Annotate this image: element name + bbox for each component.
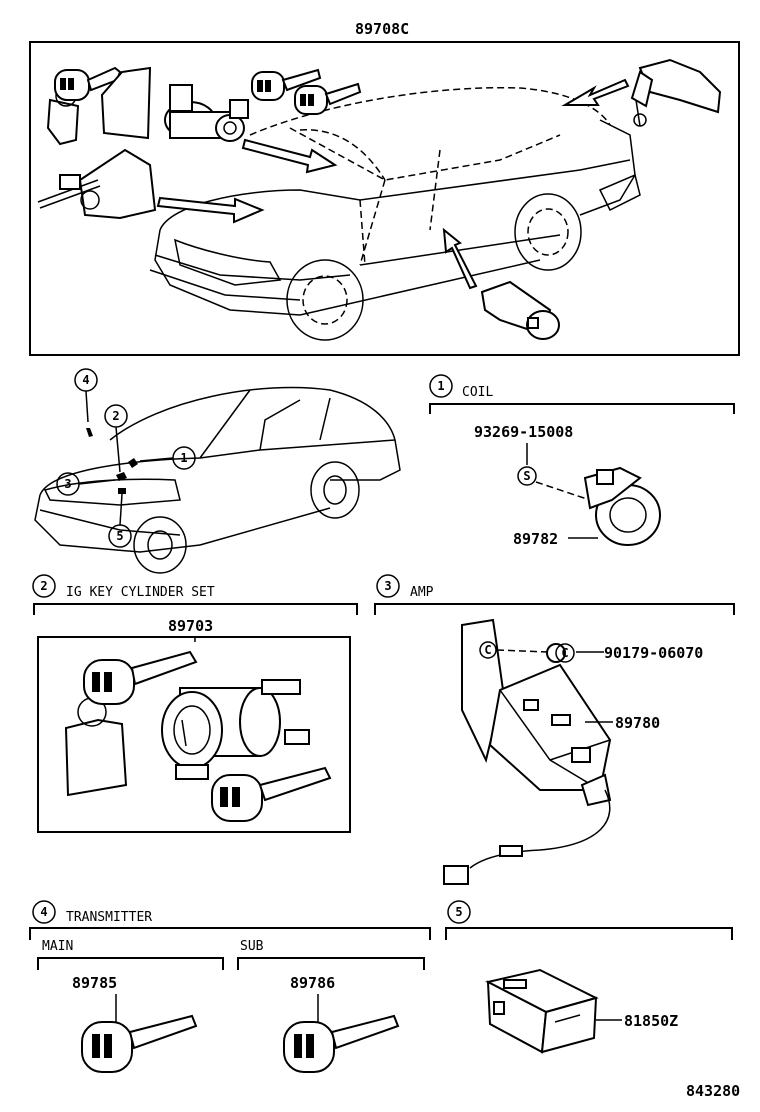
locator-callout-1-label: 1 [180,451,187,465]
amp-nut-icon: C [546,643,575,663]
ig-cylinder [161,679,310,780]
top-set-frame [29,41,740,356]
section-amp-index: 3 [384,579,391,593]
part-number-81850z[interactable]: 81850Z [624,1012,678,1030]
section-coil-index: 1 [437,379,444,393]
c-symbol-icon: C [479,641,497,659]
svg-text:C: C [484,643,491,657]
top-door-lock-cylinder [164,84,249,142]
section-coil-header: 1 COIL [429,374,735,414]
section-transmitter-header: 4 TRANSMITTER [29,900,431,940]
top-door-cylinder [480,280,560,340]
section-amp-header: 3 AMP [374,574,735,615]
diagram-code: 843280 [686,1082,740,1100]
locator-callout-5-label: 5 [116,529,123,543]
section-amp-title: AMP [410,585,434,600]
section-ig-title: IG KEY CYLINDER SET [66,585,215,600]
amp-dash-line [496,649,549,653]
amp-bracket-and-unit [443,618,612,885]
top-trunk-lock [630,58,722,127]
locator-car-illustration [34,386,401,574]
s-symbol-icon: S [517,466,537,486]
coil-dash-line [535,481,591,501]
top-key-3 [294,82,362,115]
part-number-89786[interactable]: 89786 [290,974,335,992]
part-number-89782[interactable]: 89782 [513,530,558,548]
section-5-header: 5 [445,900,733,940]
subsection-sub-title: SUB [240,939,264,954]
svg-text:C: C [561,646,568,660]
section-5-index: 5 [455,905,462,919]
subsection-sub-header: SUB [237,939,425,970]
part-number-93269-15008[interactable]: 93269-15008 [474,423,573,441]
top-key-with-tag [46,66,122,146]
ig-key-2 [211,766,332,822]
svg-text:S: S [523,469,530,483]
locator-callout-3[interactable]: 3 [56,472,116,496]
top-key-2 [251,68,322,101]
locator-callout-4-label: 4 [82,373,89,387]
top-ignition-assembly [37,148,157,220]
subsection-main-title: MAIN [42,939,73,954]
locator-callout-2[interactable]: 2 [104,404,128,473]
locator-callout-1[interactable]: 1 [139,446,196,470]
section-coil-title: COIL [462,385,493,400]
locator-callout-5[interactable]: 5 [108,493,132,548]
transmitter-sub-key [283,1014,400,1073]
locator-callout-2-label: 2 [112,409,119,423]
part-number-89703[interactable]: 89703 [168,617,213,635]
subsection-main-header: MAIN [37,939,224,970]
locator-callout-4[interactable]: 4 [74,368,98,423]
transmitter-main-key [81,1014,198,1073]
top-set-part-number[interactable]: 89708C [355,20,409,38]
section-ig-index: 2 [40,579,47,593]
locator-callout-3-label: 3 [64,477,71,491]
coil-part-illustration [583,466,661,546]
section-transmitter-title: TRANSMITTER [66,910,152,925]
section-transmitter-index: 4 [40,905,47,919]
top-car-illustration [149,78,641,341]
top-key-card [100,66,152,140]
part-number-90179-06070[interactable]: 90179-06070 [604,644,703,662]
ig-key-with-tag [64,650,198,797]
part-number-89785[interactable]: 89785 [72,974,117,992]
ig-set-frame [37,636,351,833]
unit-81850z-illustration [485,968,599,1054]
section-ig-header: 2 IG KEY CYLINDER SET [32,574,358,615]
part-number-89780[interactable]: 89780 [615,714,660,732]
